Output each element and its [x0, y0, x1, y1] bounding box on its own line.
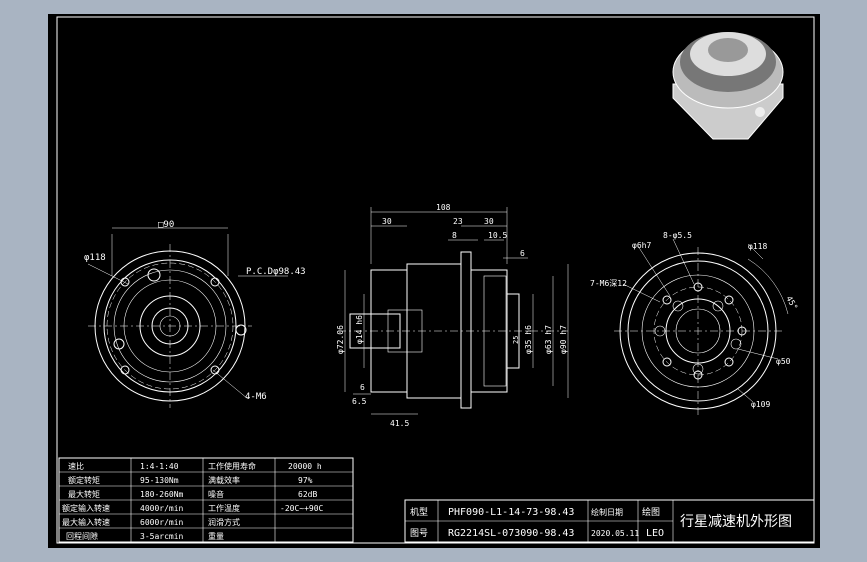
side-6-5: 6.5 — [352, 397, 367, 406]
spec-r2-v2: 62dB — [298, 490, 317, 499]
spec-r3-v1: 4000r/min — [140, 504, 184, 513]
spec-r5-v1: 3-5arcmin — [140, 532, 184, 541]
rear-m5: 8-φ5.5 — [663, 231, 692, 240]
side-90-h7: φ90 h7 — [559, 325, 568, 354]
tb-model-label: 机型 — [410, 506, 428, 518]
iso-view — [658, 18, 784, 148]
tb-model-value: PHF090-L1-14-73-98.43 — [448, 507, 574, 518]
side-25: 25 — [512, 336, 520, 344]
side-6a: 6 — [520, 249, 525, 258]
front-view — [87, 227, 288, 408]
drawing-border — [56, 16, 815, 544]
front-holes: 4-M6 — [245, 392, 267, 402]
side-overall: 108 — [436, 203, 451, 212]
spec-table — [58, 457, 354, 543]
spec-r5-l1: 回程间隙 — [66, 531, 98, 541]
tb-title: 行星减速机外形图 — [680, 514, 792, 530]
side-23: 23 — [453, 217, 463, 226]
title-block — [404, 499, 815, 543]
drawing-sheet: □90 φ118 P.C.Dφ98.43 4-M6 108 30 23 30 8… — [48, 14, 820, 548]
side-8: 8 — [452, 231, 457, 240]
spec-r3-l2: 工作温度 — [208, 503, 240, 513]
spec-r1-l1: 额定转矩 — [68, 475, 100, 485]
rear-tap: 7-M6深12 — [590, 279, 627, 288]
spec-r3-l1: 额定输入转速 — [62, 503, 110, 513]
side-30a: 30 — [382, 217, 392, 226]
spec-r0-l2: 工作使用寿命 — [208, 461, 256, 471]
side-35-h6: φ35 h6 — [524, 325, 533, 354]
spec-r1-v1: 95-130Nm — [140, 476, 179, 485]
front-dim-square: □90 — [158, 220, 174, 230]
spec-r0-v1: 1:4-1:40 — [140, 462, 179, 471]
spec-r5-l2: 重量 — [208, 531, 224, 541]
tb-drawer-value: LEO — [646, 528, 664, 539]
tb-date-value: 2020.05.11 — [591, 529, 639, 538]
spec-r4-l2: 润滑方式 — [208, 517, 240, 527]
spec-r1-l2: 满载效率 — [208, 475, 240, 485]
side-63-h7: φ63 h7 — [544, 325, 553, 354]
spec-r0-l1: 速比 — [68, 461, 84, 471]
rear-d7: φ6h7 — [632, 241, 651, 250]
side-10-5: 10.5 — [488, 231, 507, 240]
front-dim-dia: φ118 — [84, 253, 106, 263]
spec-r2-v1: 180-260Nm — [140, 490, 184, 499]
drawing-canvas: □90 φ118 P.C.Dφ98.43 4-M6 108 30 23 30 8… — [56, 16, 815, 544]
side-14-h6: φ14 h6 — [355, 315, 364, 344]
side-6b: 6 — [360, 383, 365, 392]
spec-r3-v2: -20C~+90C — [280, 504, 324, 513]
tb-number-label: 图号 — [410, 528, 428, 539]
spec-r1-v2: 97% — [298, 476, 313, 485]
side-view — [338, 207, 569, 415]
side-41-5: 41.5 — [390, 419, 409, 428]
spec-r4-l1: 最大输入转速 — [62, 517, 110, 527]
tb-date-label: 绘制日期 — [591, 507, 623, 517]
side-30b: 30 — [484, 217, 494, 226]
rear-d50: φ50 — [776, 357, 791, 366]
spec-r4-v1: 6000r/min — [140, 518, 184, 527]
spec-r2-l1: 最大转矩 — [68, 489, 100, 499]
rear-d109: φ109 — [751, 400, 770, 409]
rear-d118: φ118 — [748, 242, 767, 251]
tb-number-value: RG2214SL-073090-98.43 — [448, 528, 574, 539]
spec-r0-v2: 20000 h — [288, 462, 322, 471]
front-pcd: P.C.Dφ98.43 — [246, 267, 306, 277]
side-72-06: φ72.06 — [336, 325, 345, 354]
rear-view — [614, 238, 789, 415]
tb-drawer-label: 绘图 — [642, 506, 660, 518]
spec-r2-l2: 噪音 — [208, 489, 224, 499]
